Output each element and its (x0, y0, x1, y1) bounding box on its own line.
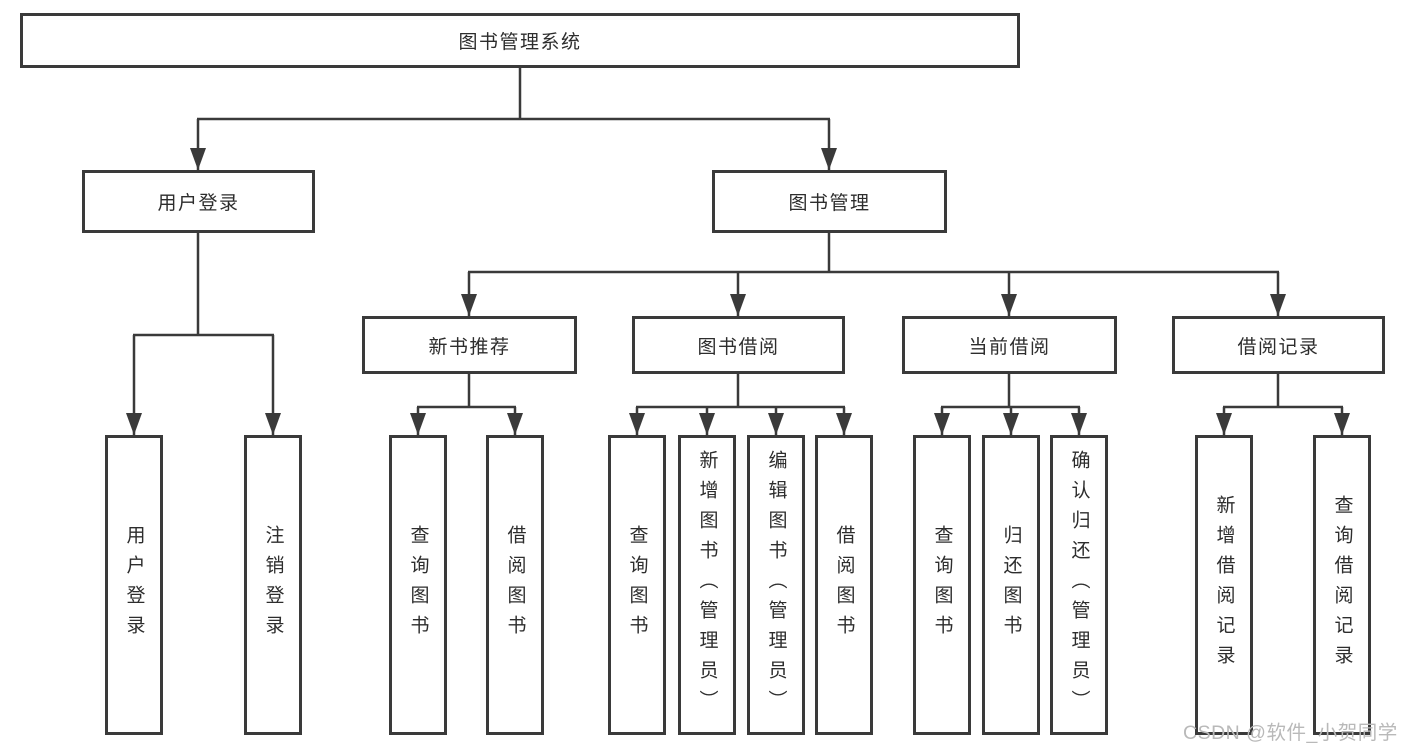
node-label: 当前借阅 (968, 336, 1051, 358)
leaf-confirm-return-admin: 确认归还（管理员） (1050, 435, 1108, 735)
leaf-label: 新增借阅记录 (1213, 495, 1235, 675)
leaf-add-book-admin: 新增图书（管理员） (678, 435, 736, 735)
leaf-query-books-current: 查询图书 (913, 435, 971, 735)
leaf-add-borrow-record: 新增借阅记录 (1195, 435, 1253, 735)
leaf-label: 查询图书 (931, 525, 953, 645)
leaf-label: 查询借阅记录 (1331, 495, 1353, 675)
leaf-borrow-books: 借阅图书 (815, 435, 873, 735)
leaf-query-books-recommend: 查询图书 (389, 435, 447, 735)
node-user-login: 用户登录 (82, 170, 315, 233)
leaf-label: 借阅图书 (833, 525, 855, 645)
node-label: 图书管理系统 (458, 32, 582, 53)
leaf-label: 确认归还（管理员） (1068, 450, 1090, 720)
leaf-query-books-borrow: 查询图书 (608, 435, 666, 735)
leaf-label: 归还图书 (1000, 525, 1022, 645)
leaf-label: 新增图书（管理员） (696, 450, 718, 720)
leaf-logout: 注销登录 (244, 435, 302, 735)
leaf-label: 借阅图书 (504, 525, 526, 645)
node-borrow-records: 借阅记录 (1172, 316, 1385, 374)
leaf-label: 查询图书 (626, 525, 648, 645)
node-label: 新书推荐 (428, 336, 511, 358)
leaf-query-borrow-record: 查询借阅记录 (1313, 435, 1371, 735)
node-book-management: 图书管理 (712, 170, 947, 233)
csdn-watermark: CSDN @软件_小贺同学 (1183, 722, 1398, 744)
leaf-label: 用户登录 (123, 525, 145, 645)
node-label: 图书管理 (788, 193, 871, 214)
leaf-borrow-books-recommend: 借阅图书 (486, 435, 544, 735)
node-root-library-system: 图书管理系统 (20, 13, 1020, 68)
node-label: 借阅记录 (1237, 336, 1320, 358)
node-current-borrow: 当前借阅 (902, 316, 1117, 374)
leaf-return-book: 归还图书 (982, 435, 1040, 735)
leaf-label: 编辑图书（管理员） (765, 450, 787, 720)
node-new-book-recommend: 新书推荐 (362, 316, 577, 374)
node-label: 用户登录 (157, 193, 240, 214)
leaf-label: 查询图书 (407, 525, 429, 645)
node-book-borrow: 图书借阅 (632, 316, 845, 374)
node-label: 图书借阅 (697, 336, 780, 358)
leaf-user-login: 用户登录 (105, 435, 163, 735)
leaf-label: 注销登录 (262, 525, 284, 645)
leaf-edit-book-admin: 编辑图书（管理员） (747, 435, 805, 735)
